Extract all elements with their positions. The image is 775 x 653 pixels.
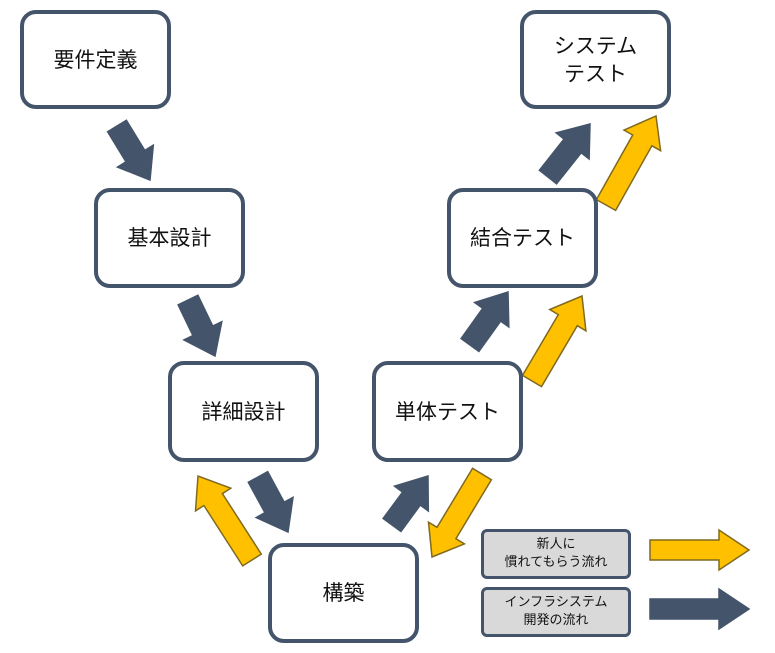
arrow-build-to-detailed — [194, 474, 263, 567]
legend-newcomer-arrow — [649, 528, 751, 572]
arrow-build-to-unit — [382, 474, 430, 533]
step-requirements: 要件定義 — [20, 10, 171, 109]
legend-newcomer-label: 新人に 慣れてもらう流れ — [481, 529, 631, 579]
arrow-unit-to-integration — [460, 290, 510, 353]
step-detailed-design: 詳細設計 — [168, 361, 319, 462]
arrow-unit-to-integration-new — [521, 294, 587, 388]
legend-infra-arrow — [649, 587, 751, 631]
arrow-requirements-to-basic — [106, 119, 155, 182]
newcomer-flow-arrows — [194, 114, 662, 567]
step-basic-design: 基本設計 — [94, 188, 245, 288]
legend-infra-label: インフラシステム 開発の流れ — [481, 587, 631, 637]
step-system-test: システム テスト — [520, 10, 671, 109]
arrow-detailed-to-build — [247, 470, 294, 534]
step-unit-test: 単体テスト — [372, 361, 523, 462]
infra-flow-arrows — [106, 119, 591, 534]
legend-arrows — [649, 528, 751, 631]
arrow-integration-to-system — [538, 123, 591, 185]
arrow-basic-to-detailed — [177, 294, 223, 358]
step-build: 構築 — [268, 543, 419, 643]
step-integration-test: 結合テスト — [447, 188, 598, 288]
arrow-unit-to-build — [427, 467, 493, 559]
arrow-integration-to-system-new — [595, 114, 662, 212]
